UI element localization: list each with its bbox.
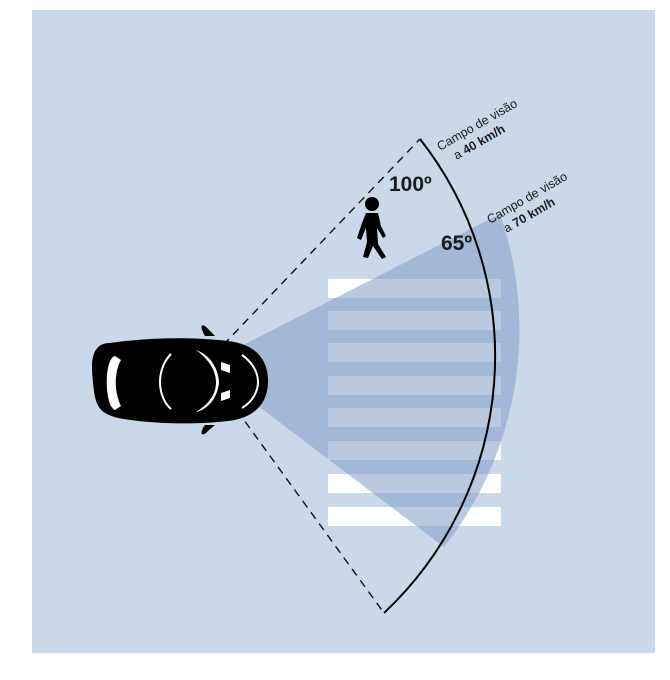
angle-label-65: 65º [441, 232, 472, 255]
angle-label-100: 100º [389, 173, 432, 196]
